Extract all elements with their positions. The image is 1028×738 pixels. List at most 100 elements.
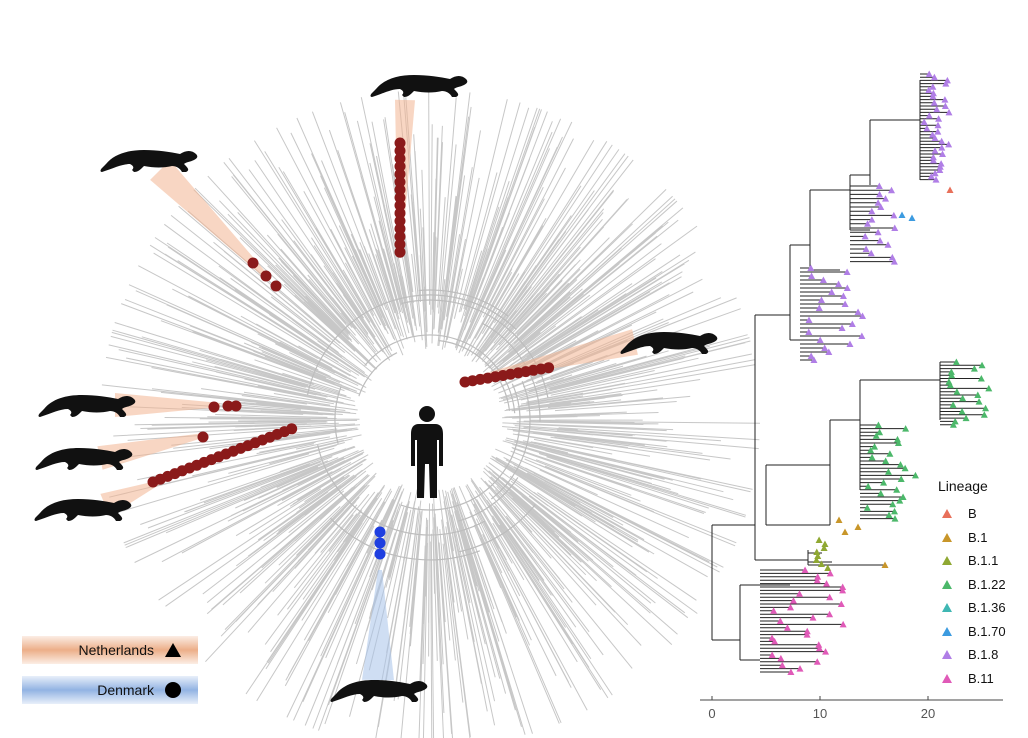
sampling-beam xyxy=(97,433,206,470)
tip-marker xyxy=(778,661,786,669)
tip-marker xyxy=(837,600,845,607)
tip-marker xyxy=(949,401,957,408)
mink-sample-dot xyxy=(208,401,220,413)
mink-sample-markers xyxy=(147,137,555,560)
tip-marker xyxy=(945,108,953,116)
rectangular-phylogenetic-tree xyxy=(711,73,989,673)
mink-sample-dot xyxy=(394,192,406,204)
lineage-tip-markers xyxy=(768,70,993,675)
tip-marker xyxy=(768,651,776,658)
tip-marker xyxy=(936,163,944,170)
tip-marker xyxy=(977,375,985,382)
tip-marker xyxy=(958,408,966,415)
tip-marker xyxy=(810,356,818,363)
tip-marker xyxy=(941,96,949,103)
tip-marker xyxy=(894,435,902,443)
tip-marker xyxy=(867,446,875,454)
lineage-legend-item: B.1.22 xyxy=(938,573,1006,597)
triangle-icon xyxy=(942,626,952,636)
tip-marker xyxy=(868,453,876,461)
tip-marker xyxy=(776,617,784,624)
tip-marker xyxy=(841,300,849,307)
mink-sample-dot xyxy=(374,526,386,538)
tip-marker xyxy=(930,73,938,81)
tip-marker xyxy=(805,316,813,323)
tip-marker xyxy=(891,507,899,515)
lineage-legend-label: B.1.8 xyxy=(968,647,999,663)
tip-marker xyxy=(823,580,831,587)
tip-marker xyxy=(962,414,970,422)
tip-marker xyxy=(809,614,817,621)
tip-marker xyxy=(959,394,967,402)
lineage-legend-label: B.11 xyxy=(968,670,994,686)
tip-marker xyxy=(815,536,823,543)
circle-icon xyxy=(165,682,181,698)
tip-marker xyxy=(838,324,846,331)
tip-marker xyxy=(835,280,843,287)
mink-silhouette-icon xyxy=(330,680,428,702)
tip-marker xyxy=(946,186,954,193)
tip-marker xyxy=(898,211,906,218)
tip-marker xyxy=(876,190,884,198)
tip-marker xyxy=(896,461,904,468)
tip-marker xyxy=(815,641,823,648)
mink-sample-dot xyxy=(247,257,259,269)
tip-marker xyxy=(953,388,961,395)
mink-sample-dot xyxy=(374,548,386,560)
tip-marker xyxy=(901,464,909,472)
tip-marker xyxy=(854,523,862,530)
tip-marker xyxy=(846,340,854,347)
tip-marker xyxy=(848,320,856,327)
tip-marker xyxy=(876,237,884,244)
tip-marker xyxy=(862,245,870,252)
tip-marker xyxy=(877,489,885,497)
tip-marker xyxy=(825,348,833,355)
tip-marker xyxy=(925,86,933,93)
tip-marker xyxy=(803,627,811,635)
lineage-legend-label: B.1.70 xyxy=(968,623,1006,639)
tip-marker xyxy=(796,665,804,672)
mink-sample-dot xyxy=(543,362,555,374)
tip-marker xyxy=(843,268,851,275)
tip-marker xyxy=(803,631,811,638)
tip-marker xyxy=(925,70,933,77)
tip-marker xyxy=(839,292,847,299)
tip-marker xyxy=(884,241,892,248)
tip-marker xyxy=(808,272,816,279)
tip-marker xyxy=(868,207,876,215)
tip-marker xyxy=(974,391,982,398)
tip-marker xyxy=(931,134,939,141)
tip-marker xyxy=(934,121,942,129)
mink-sample-dot xyxy=(394,168,406,180)
mink-sample-dot xyxy=(260,270,272,282)
tip-marker xyxy=(828,288,836,295)
tip-marker xyxy=(815,304,823,311)
tip-marker xyxy=(946,381,954,389)
legend-denmark-label: Denmark xyxy=(97,682,154,698)
tip-marker xyxy=(929,156,937,164)
mink-silhouette-icon xyxy=(38,395,136,417)
tip-marker xyxy=(908,214,916,221)
tip-marker xyxy=(942,80,950,87)
tip-marker xyxy=(978,361,986,369)
tip-marker xyxy=(925,112,933,119)
mink-silhouette-icon xyxy=(370,75,468,97)
tip-marker xyxy=(841,528,849,535)
tip-marker xyxy=(877,203,885,210)
tip-marker xyxy=(861,232,869,240)
lineage-legend-title: Lineage xyxy=(938,478,988,494)
tip-marker xyxy=(949,421,957,428)
triangle-icon xyxy=(942,556,952,566)
tip-marker xyxy=(820,544,828,551)
tip-marker xyxy=(813,548,821,555)
tip-marker xyxy=(817,560,825,567)
tip-marker xyxy=(868,216,876,223)
tip-marker xyxy=(821,540,829,547)
mink-sample-dot xyxy=(222,400,234,412)
tip-marker xyxy=(872,432,880,439)
triangle-icon xyxy=(165,643,181,657)
tip-marker xyxy=(938,137,946,145)
tip-marker xyxy=(789,597,797,604)
tip-marker xyxy=(858,332,866,339)
